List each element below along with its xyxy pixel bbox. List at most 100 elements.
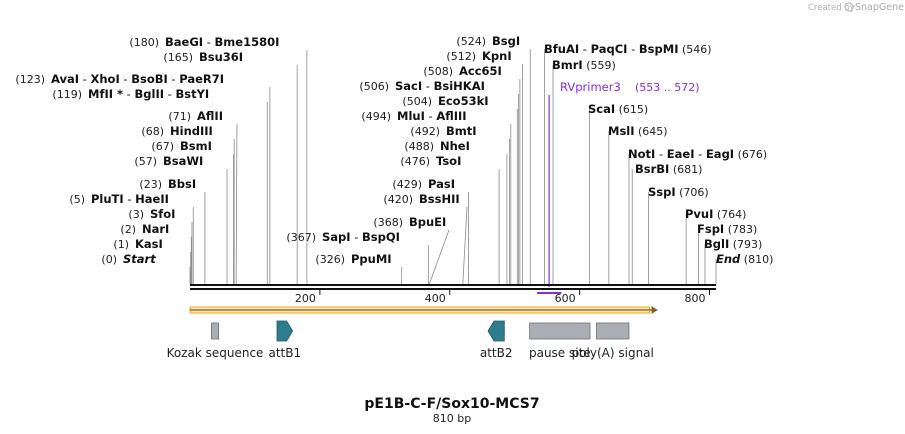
site-label[interactable]: SapI - BspQI(367) (286, 230, 400, 244)
site-label[interactable]: Bsu36I(165) (163, 50, 243, 64)
site-label-text[interactable]: AflII (197, 109, 223, 123)
site-label[interactable]: SspI (706) (648, 185, 709, 199)
enzyme-name[interactable]: Start (123, 252, 156, 266)
primer-name[interactable]: RVprimer3 (560, 80, 621, 94)
site-label-text[interactable]: BfuAI - PaqCI - BspMI (546) (544, 42, 712, 56)
enzyme-name[interactable]: BbsI (168, 177, 196, 191)
site-label-text[interactable]: KpnI (482, 49, 512, 63)
enzyme-name[interactable]: SacI (395, 79, 422, 93)
feature-arrow-left-icon[interactable] (487, 320, 505, 342)
site-label[interactable]: BaeGI - Bme1580I(180) (129, 35, 279, 49)
enzyme-name[interactable]: BpuEI (409, 215, 446, 229)
site-label-text[interactable]: Bsu36I (199, 50, 243, 64)
feature-box[interactable] (211, 322, 219, 340)
enzyme-name[interactable]: End (716, 252, 741, 266)
enzyme-name[interactable]: BspQI (362, 230, 400, 244)
site-label[interactable]: PpuMI(326) (315, 252, 391, 266)
site-label[interactable]: HindIII(68) (141, 124, 212, 138)
site-label[interactable]: MslI (645) (608, 124, 668, 138)
site-label-text[interactable]: MluI - AflIII (397, 109, 467, 123)
enzyme-name[interactable]: XhoI (91, 72, 120, 86)
site-label-text[interactable]: BmrI (559) (552, 58, 616, 72)
site-label[interactable]: BmrI (559) (552, 58, 616, 72)
site-label[interactable]: KasI(1) (113, 237, 162, 251)
site-label-text[interactable]: PpuMI (351, 252, 392, 266)
feature-label[interactable]: Kozak sequence (167, 346, 264, 360)
site-label-text[interactable]: BpuEI (409, 215, 446, 229)
enzyme-name[interactable]: AflIII (436, 109, 466, 123)
enzyme-name[interactable]: MslI (608, 124, 635, 138)
site-label-text[interactable]: BsaWI (163, 154, 203, 168)
site-label[interactable]: Eco53kI(504) (402, 94, 488, 108)
site-label[interactable]: NarI(2) (120, 222, 169, 236)
site-label-text[interactable]: PluTI - HaeII (91, 192, 169, 206)
enzyme-name[interactable]: HaeII (135, 192, 169, 206)
orf-arrow[interactable] (189, 306, 658, 314)
enzyme-name[interactable]: BaeGI (165, 35, 203, 49)
site-label-text[interactable]: BbsI (168, 177, 196, 191)
site-label-text[interactable]: Start (123, 252, 156, 266)
enzyme-name[interactable]: NheI (440, 139, 470, 153)
enzyme-name[interactable]: BssHII (419, 192, 460, 206)
site-label-text[interactable]: ScaI (615) (588, 102, 648, 116)
site-label-text[interactable]: HindIII (170, 124, 213, 138)
feature[interactable]: poly(A) signal (572, 322, 654, 360)
enzyme-name[interactable]: KpnI (482, 49, 512, 63)
site-label[interactable]: TsoI(476) (400, 154, 461, 168)
enzyme-name[interactable]: Bsu36I (199, 50, 243, 64)
enzyme-name[interactable]: BsmI (180, 139, 212, 153)
feature-label[interactable]: attB1 (268, 346, 301, 360)
enzyme-name[interactable]: NarI (142, 222, 169, 236)
site-label[interactable]: BpuEI(368) (373, 215, 446, 229)
feature-label[interactable]: poly(A) signal (572, 346, 654, 360)
site-label-text[interactable]: AvaI - XhoI - BsoBI - PaeR7I (51, 72, 224, 86)
site-label-text[interactable]: BsmI (180, 139, 212, 153)
site-label[interactable]: BfuAI - PaqCI - BspMI (546) (544, 42, 712, 56)
enzyme-name[interactable]: BglII (135, 87, 165, 101)
site-label[interactable]: AflII(71) (168, 109, 223, 123)
site-label[interactable]: SacI - BsiHKAI(506) (359, 79, 484, 93)
site-label-text[interactable]: BmtI (446, 124, 477, 138)
enzyme-name[interactable]: BmtI (446, 124, 477, 138)
primer-annotation[interactable]: RVprimer3 (553 .. 572) (537, 80, 700, 294)
enzyme-name[interactable]: AvaI (51, 72, 79, 86)
site-label[interactable]: ScaI (615) (588, 102, 648, 116)
site-label[interactable]: AvaI - XhoI - BsoBI - PaeR7I(123) (15, 72, 224, 86)
site-label[interactable]: NheI(488) (404, 139, 469, 153)
site-label[interactable]: PluTI - HaeII(5) (69, 192, 169, 206)
enzyme-name[interactable]: PaeR7I (179, 72, 224, 86)
site-label[interactable]: End (810) (716, 252, 773, 266)
site-label[interactable]: BsaWI(57) (134, 154, 203, 168)
site-label[interactable]: BsmI(67) (151, 139, 211, 153)
enzyme-name[interactable]: AflII (197, 109, 223, 123)
feature[interactable]: pause site (529, 322, 591, 360)
site-label[interactable]: MfII * - BglII - BstYI(119) (52, 87, 209, 101)
site-label-text[interactable]: BaeGI - Bme1580I (165, 35, 279, 49)
enzyme-name[interactable]: BfuAI (544, 42, 579, 56)
enzyme-name[interactable]: TsoI (436, 154, 461, 168)
site-label-text[interactable]: NotI - EaeI - EagI (676) (628, 147, 767, 161)
feature-box[interactable] (596, 322, 630, 340)
enzyme-name[interactable]: SapI (322, 230, 351, 244)
site-label[interactable]: BglI (793) (704, 237, 762, 251)
enzyme-name[interactable]: PpuMI (351, 252, 392, 266)
site-label-text[interactable]: NarI (142, 222, 169, 236)
site-label-text[interactable]: MfII * - BglII - BstYI (88, 87, 209, 101)
site-label[interactable]: BbsI(23) (139, 177, 196, 191)
enzyme-name[interactable]: BglI (704, 237, 729, 251)
site-label[interactable]: KpnI(512) (446, 49, 511, 63)
site-label-text[interactable]: SacI - BsiHKAI (395, 79, 485, 93)
enzyme-name[interactable]: PluTI (91, 192, 124, 206)
enzyme-name[interactable]: SfoI (150, 207, 175, 221)
enzyme-name[interactable]: BstYI (175, 87, 209, 101)
site-label-text[interactable]: Eco53kI (438, 94, 489, 108)
enzyme-name[interactable]: Eco53kI (438, 94, 489, 108)
enzyme-name[interactable]: EaeI (667, 147, 695, 161)
site-label-text[interactable]: PasI (428, 177, 455, 191)
feature[interactable]: attB2 (480, 320, 513, 360)
enzyme-name[interactable]: BsrBI (635, 162, 669, 176)
site-label-text[interactable]: BssHII (419, 192, 460, 206)
enzyme-name[interactable]: SspI (648, 185, 676, 199)
enzyme-name[interactable]: BsoBI (131, 72, 168, 86)
site-label[interactable]: Start(0) (101, 252, 156, 266)
